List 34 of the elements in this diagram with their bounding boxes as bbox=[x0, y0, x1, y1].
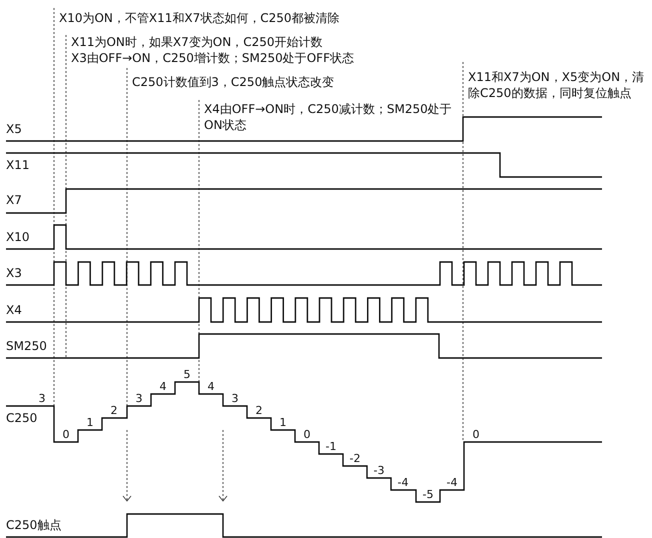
count-value: 5 bbox=[184, 368, 190, 382]
signal-name: X3 bbox=[6, 265, 22, 281]
count-value: 1 bbox=[86, 416, 94, 430]
count-value: 2 bbox=[110, 404, 118, 418]
annotation: X3由OFF→ON，C250增计数；SM250处于OFF状态 bbox=[71, 50, 354, 66]
count-value: 1 bbox=[280, 416, 286, 430]
signal-name: X4 bbox=[6, 302, 22, 318]
signal-name: SM250 bbox=[6, 338, 47, 354]
count-value: -4 bbox=[398, 476, 408, 490]
signal-name: X11 bbox=[6, 157, 30, 173]
signal-name: C250 bbox=[6, 410, 38, 426]
signal-name: C250触点 bbox=[6, 517, 62, 533]
count-value: -3 bbox=[374, 464, 384, 478]
count-value: -4 bbox=[446, 476, 458, 490]
count-value: 3 bbox=[136, 392, 142, 406]
annotation: X11和X7为ON，X5变为ON，清除C250的数据，同时复位触点 bbox=[468, 69, 646, 101]
count-value: 3 bbox=[232, 392, 238, 406]
count-value: 4 bbox=[160, 380, 166, 394]
signal-name: X7 bbox=[6, 192, 22, 208]
count-value: -5 bbox=[422, 488, 434, 502]
signal-name: X10 bbox=[6, 229, 30, 245]
annotation: C250计数值到3，C250触点状态改变 bbox=[132, 74, 334, 90]
count-value: 0 bbox=[304, 428, 310, 442]
annotation: X4由OFF→ON时，C250减计数；SM250处于ON状态 bbox=[204, 101, 453, 133]
annotation: X11为ON时，如果X7变为ON，C250开始计数 bbox=[71, 34, 322, 50]
count-value: -2 bbox=[350, 452, 360, 466]
count-value: 0 bbox=[472, 428, 480, 442]
count-value: 4 bbox=[208, 380, 214, 394]
count-value: 0 bbox=[62, 428, 70, 442]
signal-name: X5 bbox=[6, 121, 22, 137]
count-value: -1 bbox=[326, 440, 336, 454]
annotation: X10为ON，不管X11和X7状态如何，C250都被清除 bbox=[59, 10, 340, 26]
count-value: 3 bbox=[38, 392, 46, 406]
count-value: 2 bbox=[256, 404, 262, 418]
